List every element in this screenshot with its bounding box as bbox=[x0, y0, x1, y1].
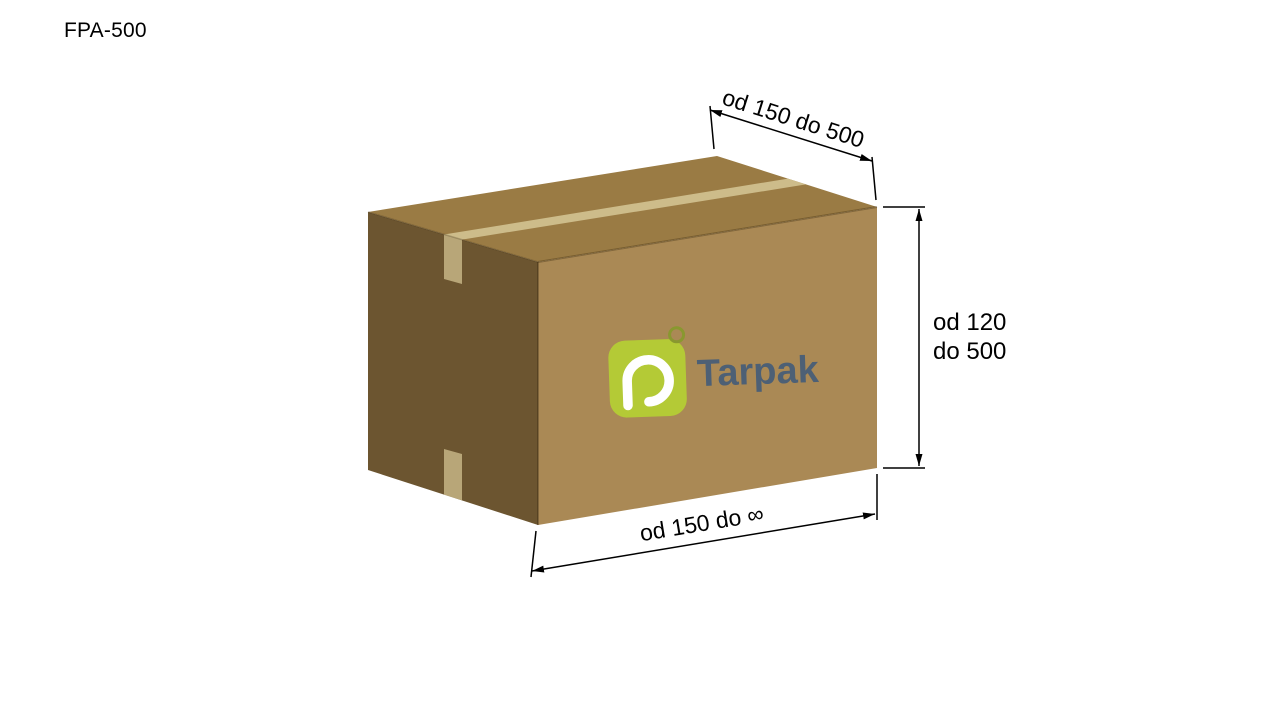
logo-degree-icon bbox=[668, 326, 686, 344]
dimension-top-extension-right bbox=[871, 156, 877, 201]
dimension-top-line bbox=[709, 109, 873, 162]
packing-tape-left-bottom bbox=[444, 449, 462, 501]
packing-tape-left-top bbox=[444, 234, 462, 284]
box-edge-top-left bbox=[367, 211, 539, 263]
cardboard-box: Tarpak bbox=[367, 156, 878, 525]
logo-wordmark: Tarpak bbox=[696, 349, 820, 395]
dimension-height: od 120 do 500 bbox=[883, 206, 1006, 469]
dimension-bottom-label: od 150 do ∞ bbox=[638, 500, 766, 546]
packing-tape-top-strip bbox=[444, 178, 806, 240]
dimension-top-label: od 150 do 500 bbox=[719, 84, 867, 153]
tarpak-logo: Tarpak bbox=[608, 326, 820, 418]
box-edge-top-front bbox=[537, 206, 878, 263]
dimension-height-label-line1: od 120 bbox=[933, 309, 1006, 336]
model-number-label: FPA-500 bbox=[64, 19, 147, 42]
box-left-face bbox=[368, 212, 538, 525]
logo-swirl-icon bbox=[622, 355, 674, 411]
box-front-face bbox=[538, 207, 877, 525]
dimension-bottom-line bbox=[531, 512, 876, 573]
dimension-top-extension-left bbox=[709, 105, 715, 150]
dimension-height-label-line2: do 500 bbox=[933, 338, 1006, 365]
